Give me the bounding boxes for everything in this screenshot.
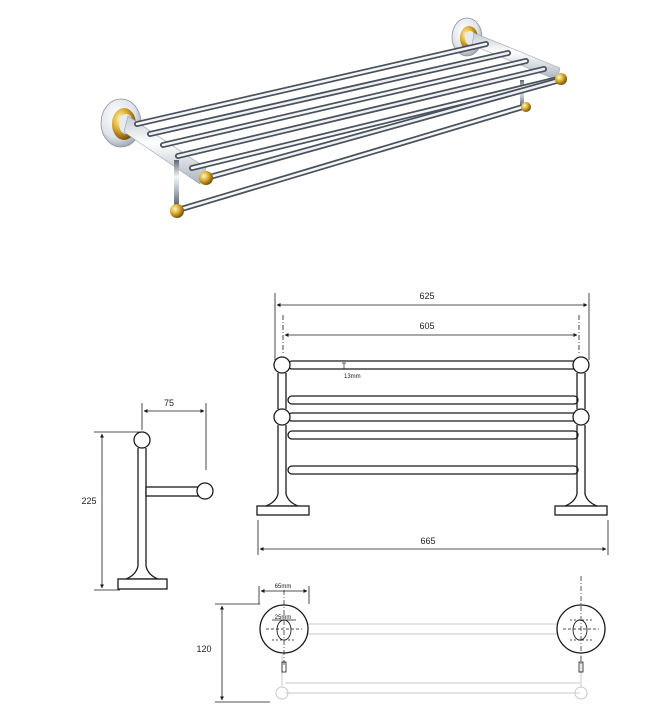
rear-post [520,80,524,108]
shelf-rails [134,41,565,213]
left-support-post [256,356,310,516]
gold-ball-front-bottom [170,204,184,218]
plan-rails [275,623,588,700]
side-elevation [94,403,214,591]
dim-label-25mm: 25mm [275,615,292,621]
front-side-arm [123,115,207,185]
gold-ball-front-top [199,171,213,185]
rail-4 [287,430,579,440]
dim-label-65mm: 65mm [275,584,292,590]
side-post [117,431,214,590]
product-render [100,17,567,218]
dim-label-120: 120 [196,644,211,654]
right-support-post [554,356,608,516]
dim-label-665: 665 [420,536,435,546]
plan-view [215,576,606,703]
dim-label-13mm: 13mm [344,374,361,380]
dim-label-225: 225 [81,496,96,506]
dim-label-605: 605 [419,321,434,331]
rail-1 [287,360,579,370]
rail-5 [287,465,579,475]
right-plan-flange [556,576,606,673]
front-elevation [256,293,609,555]
dim-label-625: 625 [419,291,434,301]
gold-ball-rear-bottom [521,102,531,112]
rail-3 [287,412,579,422]
dim-label-75: 75 [164,398,174,408]
gold-ball-rear-top [555,73,567,85]
rail-2 [287,395,579,405]
front-post [174,160,179,208]
left-plan-flange [259,590,309,673]
